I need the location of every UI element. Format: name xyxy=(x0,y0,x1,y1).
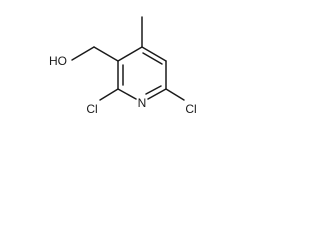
bond-c3-ch2 xyxy=(93,46,119,62)
bond-c6-n1 xyxy=(147,88,167,100)
nitrogen-atom-label: N xyxy=(138,96,147,110)
chlorine-c2-label: Cl xyxy=(86,102,97,116)
bond-c4-c5-inner xyxy=(142,52,163,65)
bond-c3-c4 xyxy=(117,46,143,62)
bond-c2-cl xyxy=(99,88,119,101)
bond-c6-cl xyxy=(165,88,185,101)
pyridine-structure-diagram: N HO Cl Cl xyxy=(49,16,197,116)
chlorine-c6-label: Cl xyxy=(185,102,196,116)
bond-c4-c5 xyxy=(141,46,167,62)
bond-c6-n1-inner xyxy=(145,85,162,95)
bond-ch2-o xyxy=(71,46,95,61)
hydroxyl-label: HO xyxy=(49,54,67,68)
bond-n1-c2 xyxy=(117,88,137,100)
